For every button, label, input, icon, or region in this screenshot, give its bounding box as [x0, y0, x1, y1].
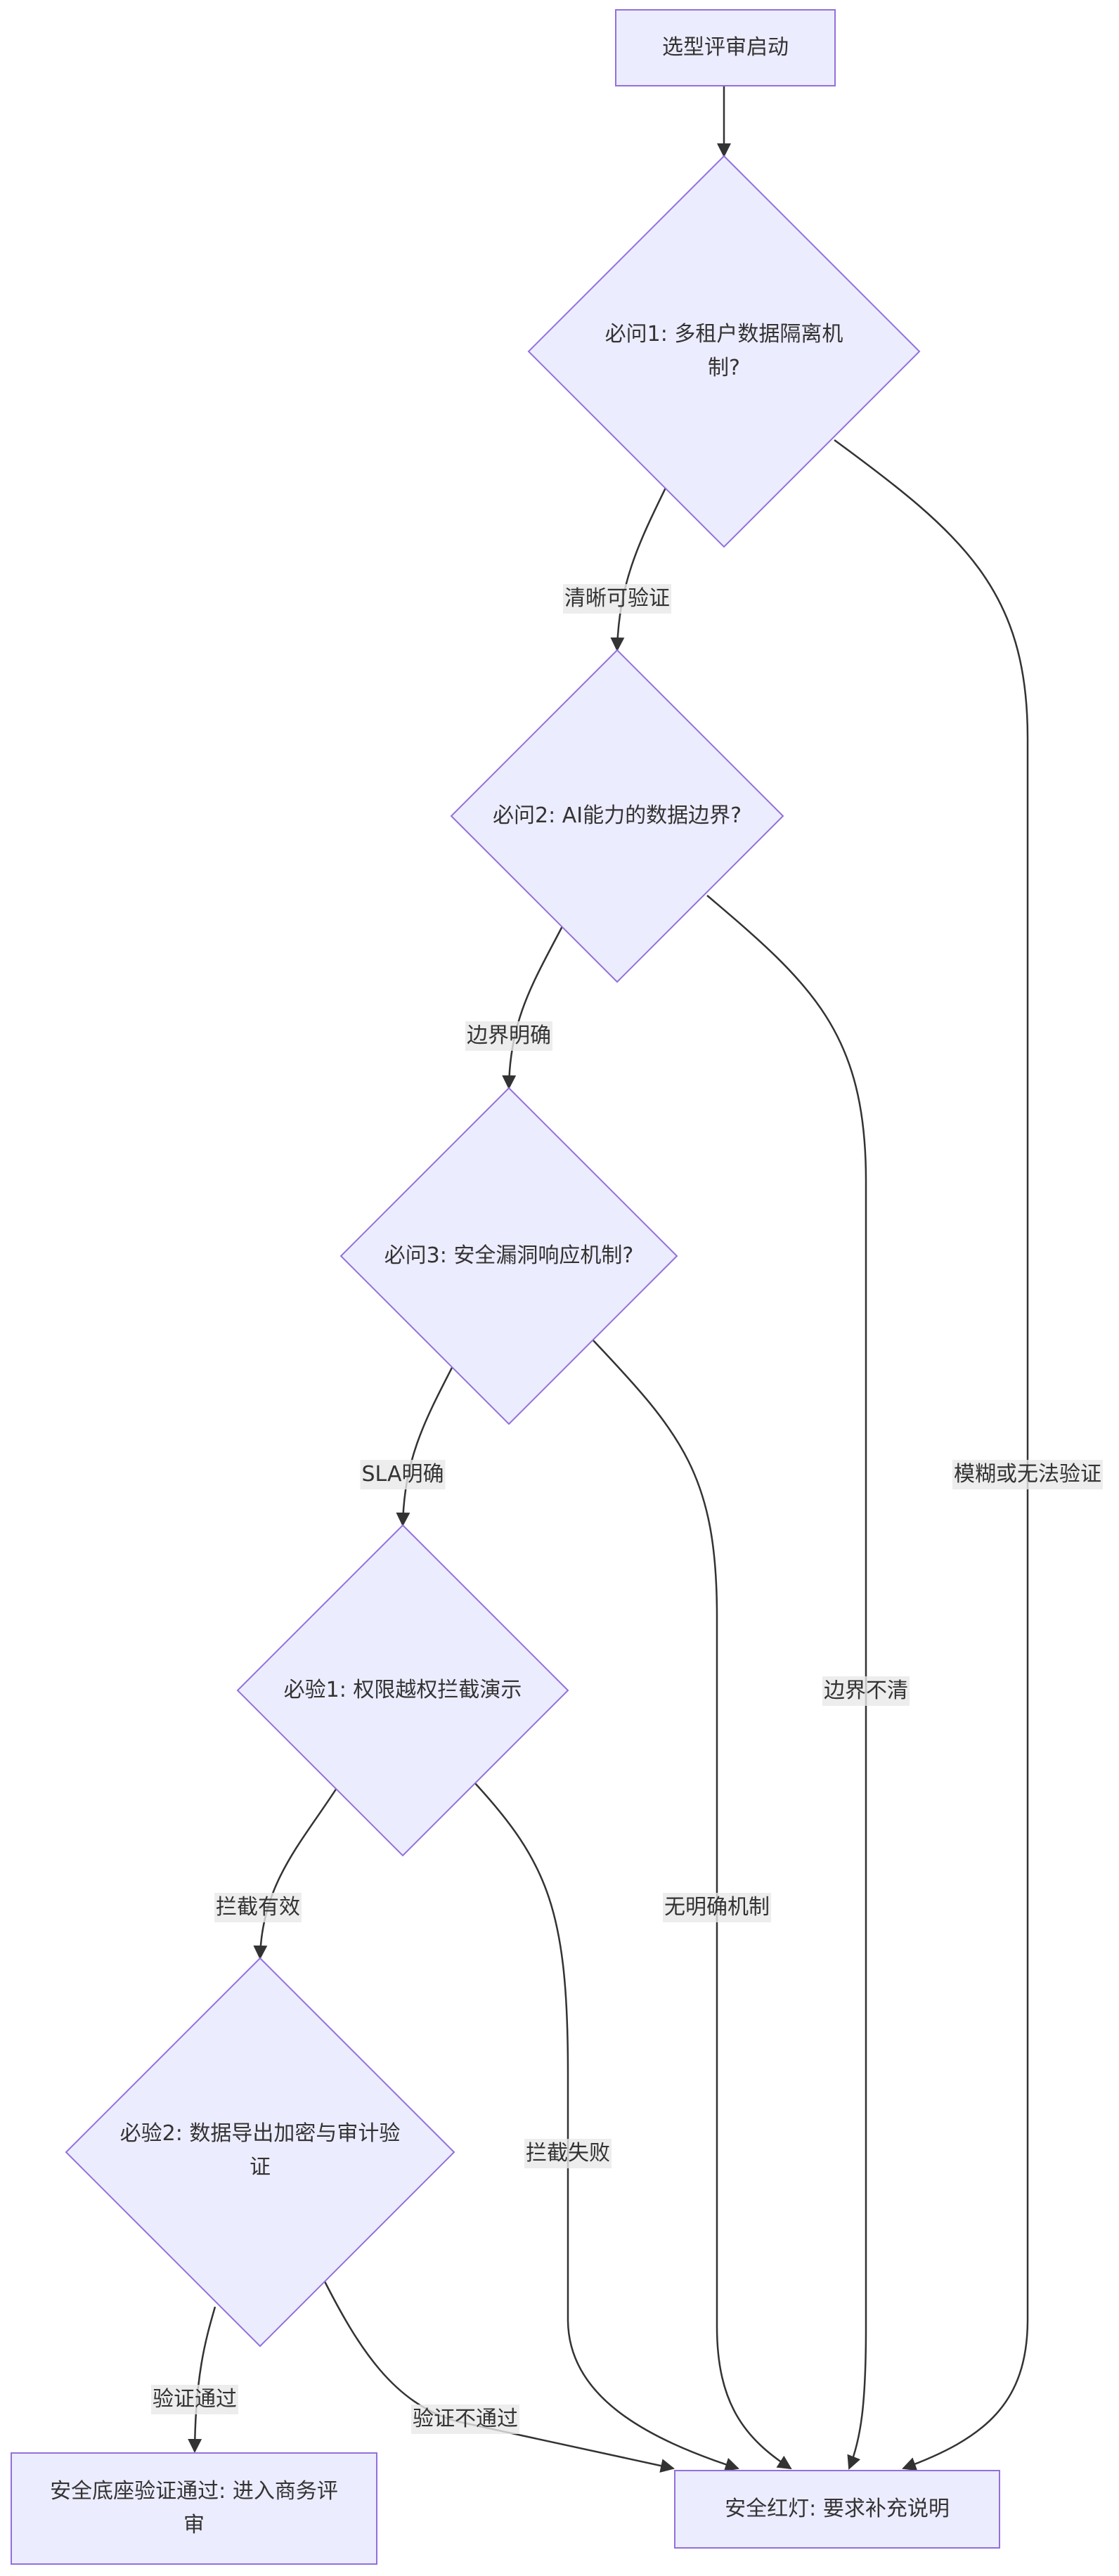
edge-v2-fail: [323, 2281, 675, 2473]
edge-q2-q3: [502, 926, 564, 1089]
edge-label-q1-yes: 清晰可验证: [563, 584, 671, 614]
question-1-label: 必问1: 多租户数据隔离机制?: [604, 322, 843, 380]
question-2-label: 必问2: AI能力的数据边界?: [492, 803, 742, 828]
edge-label-q3-no: 无明确机制: [663, 1893, 771, 1922]
edge-q1-q2: [610, 486, 668, 652]
edge-v2-pass: [188, 2306, 216, 2453]
edge-label-q2-no: 边界不清: [822, 1676, 910, 1706]
edge-label-q2-yes: 边界明确: [465, 1021, 552, 1051]
edge-q3-v1: [396, 1364, 455, 1527]
edge-q2-fail: [706, 895, 867, 2470]
edge-q3-fail: [592, 1339, 792, 2470]
verify-1-label: 必验1: 权限越权拦截演示: [283, 1678, 522, 1702]
fail-node-label: 安全红灯: 要求补充说明: [725, 2497, 950, 2521]
verify-1-diamond: [236, 1524, 569, 1857]
edge-label-v2-yes: 验证通过: [151, 2385, 238, 2414]
start-node: [615, 9, 836, 86]
pass-node: [11, 2452, 377, 2565]
question-1-diamond: [527, 155, 921, 548]
edge-v1-v2: [253, 1787, 338, 1960]
fail-node: [674, 2470, 1000, 2549]
start-node-label: 选型评审启动: [662, 35, 789, 60]
question-3-diamond: [339, 1087, 678, 1425]
edge-q1-fail: [834, 439, 1029, 2471]
edge-v1-fail: [473, 1781, 739, 2471]
edge-label-v1-no: 拦截失败: [524, 2139, 612, 2168]
edge-label-q1-no: 模糊或无法验证: [952, 1460, 1103, 1489]
verify-2-diamond: [65, 1957, 455, 2348]
verify-2-label: 必验2: 数据导出加密与审计验证: [119, 2121, 401, 2180]
edge-label-v1-yes: 拦截有效: [214, 1893, 302, 1922]
pass-node-label: 安全底座验证通过: 进入商务评审: [50, 2479, 338, 2537]
edge-label-q3-yes: SLA明确: [360, 1460, 446, 1489]
edge-label-v2-no: 验证不通过: [411, 2405, 519, 2434]
question-3-label: 必问3: 安全漏洞响应机制?: [384, 1243, 634, 1268]
question-2-diamond: [450, 649, 784, 983]
